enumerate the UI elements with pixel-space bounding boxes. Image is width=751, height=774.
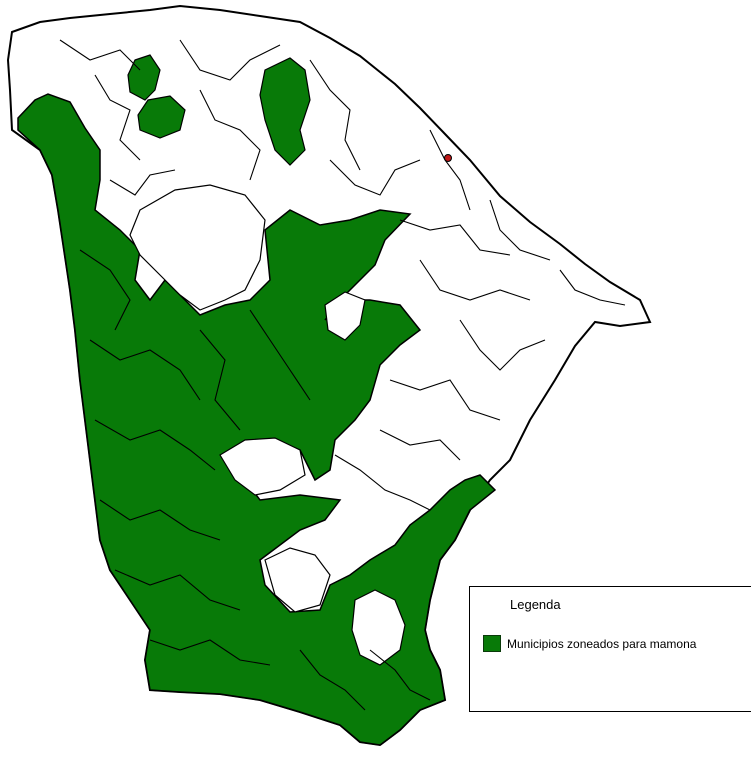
unzoned-enclave-south xyxy=(264,547,331,613)
legend-swatch xyxy=(483,635,501,652)
unzoned-enclave-center xyxy=(219,437,306,496)
unzoned-enclave-north xyxy=(129,184,266,311)
legend-title: Legenda xyxy=(510,597,561,612)
municipality-borders xyxy=(59,39,626,711)
legend-item: Municipios zoneados para mamona xyxy=(483,635,696,652)
zoned-patch-north-3 xyxy=(259,57,311,166)
unzoned-enclave-southeast xyxy=(351,589,406,666)
zoned-region-west-south xyxy=(17,93,497,746)
legend-item-label: Municipios zoneados para mamona xyxy=(507,636,697,651)
zoned-patch-north-2 xyxy=(137,95,186,139)
unzoned-enclave-middle xyxy=(324,291,366,341)
legend: Legenda Municipios zoneados para mamona xyxy=(469,586,751,712)
capital-marker xyxy=(444,154,452,162)
